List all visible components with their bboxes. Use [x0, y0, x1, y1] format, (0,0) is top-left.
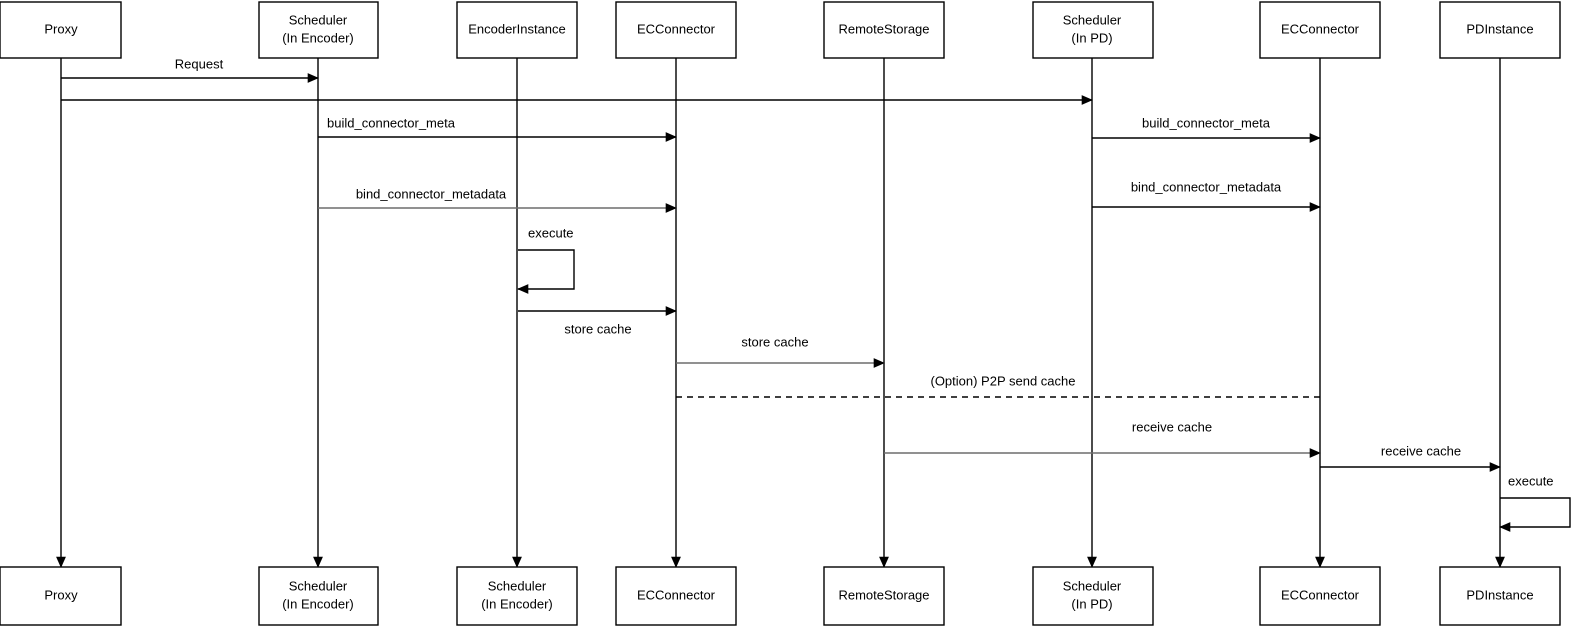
bottom-box-sched_enc2_b[interactable]: [456, 566, 578, 626]
message-label-m9: (Option) P2P send cache: [930, 373, 1075, 388]
bottom-label-sched_enc_b-line1: Scheduler: [289, 578, 348, 593]
message-labels-group: Request build_connector_meta build_connect…: [175, 56, 1461, 458]
bottom-label-ecconn_pd_b: ECConnector: [1281, 587, 1360, 602]
message-label-m1: Request: [175, 56, 224, 71]
message-label-m4: build_connector_meta: [1142, 115, 1271, 130]
bottom-box-pd_inst_b[interactable]: [1439, 566, 1561, 626]
top-label-pd_inst: PDInstance: [1466, 21, 1533, 36]
top-box-sched_enc[interactable]: [258, 1, 379, 59]
top-participant-boxes: Proxy Scheduler (In Encoder) EncoderInstanc…: [0, 1, 1561, 59]
top-label-sched_pd-line2: (In PD): [1071, 30, 1112, 45]
top-box-proxy[interactable]: [0, 1, 122, 59]
top-box-remote[interactable]: [823, 1, 945, 59]
top-label-remote: RemoteStorage: [838, 21, 929, 36]
bottom-label-remote_b: RemoteStorage: [838, 587, 929, 602]
top-box-pd_inst[interactable]: [1439, 1, 1561, 59]
top-label-sched_enc-line2: (In Encoder): [282, 30, 354, 45]
bottom-label-pd_inst_b: PDInstance: [1466, 587, 1533, 602]
self-message-label-s1: execute: [528, 225, 574, 240]
bottom-label-sched_enc2_b-line2: (In Encoder): [481, 596, 553, 611]
bottom-box-sched_enc_b[interactable]: [258, 566, 379, 626]
top-box-ecconn_enc[interactable]: [615, 1, 737, 59]
bottom-label-ecconn_enc_b: ECConnector: [637, 587, 716, 602]
top-label-ecconn_pd: ECConnector: [1281, 21, 1360, 36]
bottom-label-sched_enc2_b-line1: Scheduler: [488, 578, 547, 593]
top-label-sched_pd-line1: Scheduler: [1063, 12, 1122, 27]
bottom-label-proxy_b: Proxy: [44, 587, 78, 602]
top-label-sched_enc-line1: Scheduler: [289, 12, 348, 27]
bottom-label-sched_enc_b-line2: (In Encoder): [282, 596, 354, 611]
bottom-participant-boxes: Proxy Scheduler (In Encoder) Scheduler (In E…: [0, 566, 1561, 626]
top-box-encoder_inst[interactable]: [456, 1, 578, 59]
top-label-encoder_inst: EncoderInstance: [468, 21, 566, 36]
bottom-box-ecconn_enc_b[interactable]: [615, 566, 737, 626]
message-label-m3: build_connector_meta: [327, 115, 456, 130]
bottom-box-proxy_b[interactable]: [0, 566, 122, 626]
message-label-m7: store cache: [564, 321, 631, 336]
bottom-label-sched_pd_b-line2: (In PD): [1071, 596, 1112, 611]
top-box-ecconn_pd[interactable]: [1259, 1, 1381, 59]
bottom-box-ecconn_pd_b[interactable]: [1259, 566, 1381, 626]
message-label-m10: receive cache: [1132, 419, 1212, 434]
lifeline-lines-group: [56, 58, 1505, 568]
self-message-s2[interactable]: [1499, 497, 1571, 532]
self-message-label-s2: execute: [1508, 473, 1554, 488]
bottom-box-remote_b[interactable]: [823, 566, 945, 626]
message-label-m11: receive cache: [1381, 443, 1461, 458]
self-messages-group: execute execute: [517, 225, 1571, 532]
top-box-sched_pd[interactable]: [1032, 1, 1154, 59]
top-label-proxy: Proxy: [44, 21, 78, 36]
messages-group: [61, 73, 1501, 472]
bottom-label-sched_pd_b-line1: Scheduler: [1063, 578, 1122, 593]
bottom-box-sched_pd_b[interactable]: [1032, 566, 1154, 626]
message-label-m6: bind_connector_metadata: [1131, 179, 1282, 194]
self-message-s1[interactable]: [517, 249, 575, 294]
message-label-m8: store cache: [741, 334, 808, 349]
message-label-m5: bind_connector_metadata: [356, 186, 507, 201]
top-label-ecconn_enc: ECConnector: [637, 21, 716, 36]
